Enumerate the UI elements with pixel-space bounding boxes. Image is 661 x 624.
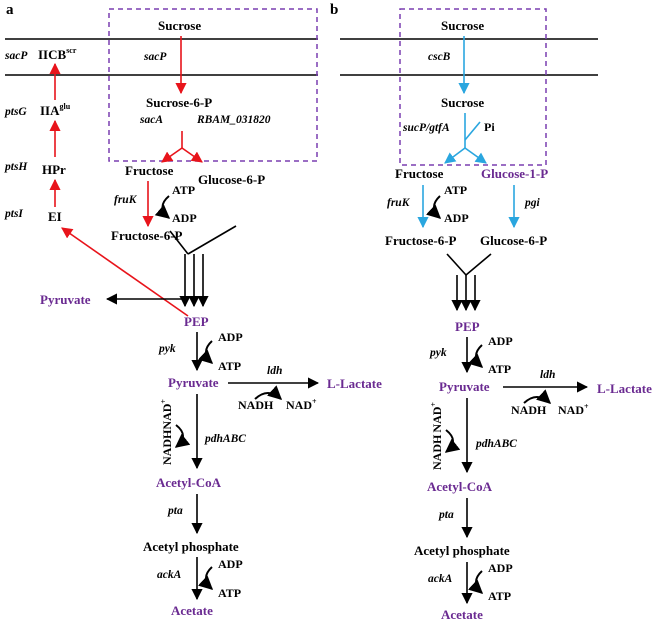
dashed-box-a — [108, 8, 318, 162]
gene-ldh-a: ldh — [267, 365, 282, 377]
panel-a: a sacP ptsG ptsH ptsI IICBscr IIAglu HPr… — [4, 2, 382, 618]
metabolite-pep-a: PEP — [184, 314, 209, 329]
gene-pyk-a: pyk — [158, 343, 176, 355]
gene-pta-a: pta — [167, 505, 183, 517]
metabolite-fructose6p-b: Fructose-6-P — [385, 233, 457, 248]
metabolite-sucrose-in-b: Sucrose — [441, 95, 484, 110]
converge-line-right-b — [465, 253, 492, 276]
metabolite-glucose6p-b: Glucose-6-P — [480, 233, 547, 248]
gene-pgi: pgi — [524, 197, 541, 209]
converge-line-right-a — [187, 225, 237, 255]
cofactor-atp-fruK-b: ATP — [444, 183, 467, 197]
carrier-iicb: IICBscr — [38, 46, 77, 62]
cofactor-arc-pyk-a — [197, 340, 214, 364]
cofactor-nad-pdh-a: NAD+ — [159, 399, 174, 430]
metabolite-sucrose-a: Sucrose — [158, 18, 201, 33]
metabolite-glucose1p-b: Glucose-1-P — [481, 166, 548, 181]
cofactor-arc-pyk-b — [467, 344, 484, 368]
metabolite-sucrose6p: Sucrose-6-P — [146, 95, 212, 110]
cofactor-adp-pyk-a: ADP — [218, 330, 243, 344]
cofactor-atp-fruK-a: ATP — [172, 183, 195, 197]
cofactor-nadh-pdh-a: NADH — [160, 429, 174, 465]
cofactor-atp-pyk-a: ATP — [218, 359, 241, 373]
metabolite-pyruvate-a: Pyruvate — [168, 375, 219, 390]
gene-sacP: sacP — [143, 51, 167, 63]
gene-ptsI: ptsI — [4, 208, 23, 220]
pi-input-curve — [464, 121, 481, 141]
cofactor-nadh-ldh-b: NADH — [511, 403, 547, 417]
converge-line-left-b — [446, 253, 467, 276]
gene-cscB: cscB — [428, 51, 451, 63]
metabolite-acetylp-a: Acetyl phosphate — [143, 539, 239, 554]
gene-sacP-pts: sacP — [4, 50, 28, 62]
gene-sacA: sacA — [139, 114, 163, 126]
arrow-to-glucose1p-b — [464, 147, 487, 164]
cofactor-atp-pyk-b: ATP — [488, 362, 511, 376]
metabolite-acetate-a: Acetate — [171, 603, 213, 618]
gene-pdhabc-a: pdhABC — [204, 433, 246, 445]
dashed-box-b — [399, 8, 547, 166]
arrow-pep-to-ei — [61, 227, 189, 317]
gene-ldh-b: ldh — [540, 369, 555, 381]
gene-pyk-b: pyk — [429, 347, 447, 359]
carrier-ei: EI — [48, 209, 62, 224]
metabolite-acetylcoa-a: Acetyl-CoA — [156, 475, 222, 490]
metabolite-acetylp-b: Acetyl phosphate — [414, 543, 510, 558]
gene-sucp-gtfa: sucP/gtfA — [402, 122, 450, 134]
metabolite-glucose6p-a: Glucose-6-P — [198, 172, 265, 187]
metabolite-fructose-b: Fructose — [395, 166, 444, 181]
metabolite-fructose6p-a: Fructose-6-P — [111, 228, 183, 243]
gene-ptsG: ptsG — [4, 106, 27, 118]
cofactor-arc-pdh-b — [444, 429, 461, 453]
gene-acka-a: ackA — [157, 569, 182, 581]
panel-b-label: b — [330, 2, 338, 18]
metabolite-acetylcoa-b: Acetyl-CoA — [427, 479, 493, 494]
cofactor-nadh-pdh-b: NADH — [430, 434, 444, 470]
cofactor-nad-pdh-b: NAD+ — [429, 402, 444, 433]
cofactor-nad-ldh-a: NAD+ — [286, 397, 317, 412]
metabolite-sucrose-out-b: Sucrose — [441, 18, 484, 33]
cofactor-nadh-ldh-a: NADH — [238, 398, 274, 412]
cofactor-arc-fruK-b — [425, 195, 442, 219]
gene-pta-b: pta — [438, 509, 454, 521]
cofactor-adp-fruK-b: ADP — [444, 211, 469, 225]
carrier-iia: IIAglu — [40, 102, 71, 118]
cofactor-nad-ldh-b: NAD+ — [558, 402, 589, 417]
panel-b: b Sucrose cscB Sucrose sucP/gtfA Pi Fruc… — [330, 2, 652, 622]
arrow-to-fructose-b — [444, 147, 466, 164]
metabolite-pep-b: PEP — [455, 319, 480, 334]
gene-ptsH: ptsH — [4, 161, 28, 173]
cofactor-arc-acka-b — [467, 570, 484, 594]
arrow-to-glucose6p-a — [181, 147, 203, 163]
cofactor-arc-fruK-a — [154, 195, 171, 219]
metabolite-llactate-a: L-Lactate — [327, 376, 382, 391]
gene-fruK-b: fruK — [387, 197, 411, 209]
cofactor-arc-acka-a — [197, 566, 214, 590]
carrier-hpr: HPr — [42, 162, 66, 177]
metabolite-acetate-b: Acetate — [441, 607, 483, 622]
metabolite-pyruvate-side-a: Pyruvate — [40, 292, 91, 307]
cofactor-adp-acka-b: ADP — [488, 561, 513, 575]
cofactor-arc-pdh-a — [174, 424, 191, 448]
cofactor-adp-fruK-a: ADP — [172, 211, 197, 225]
gene-rbam-031820: RBAM_031820 — [196, 114, 271, 126]
converge-line-left-a — [169, 230, 189, 255]
gene-acka-b: ackA — [428, 573, 453, 585]
cofactor-atp-acka-b: ATP — [488, 589, 511, 603]
metabolite-llactate-b: L-Lactate — [597, 381, 652, 396]
cofactor-pi: Pi — [484, 120, 495, 134]
cofactor-arc-ldh-b — [523, 389, 552, 404]
panel-a-label: a — [6, 2, 14, 18]
cofactor-adp-acka-a: ADP — [218, 557, 243, 571]
cofactor-adp-pyk-b: ADP — [488, 334, 513, 348]
cofactor-atp-acka-a: ATP — [218, 586, 241, 600]
gene-pdhabc-b: pdhABC — [475, 438, 517, 450]
cofactor-arc-ldh-a — [254, 385, 283, 400]
metabolite-fructose-a: Fructose — [125, 163, 174, 178]
arrow-to-fructose-a — [161, 147, 183, 163]
gene-fruK-a: fruK — [114, 194, 138, 206]
metabolite-pyruvate-b: Pyruvate — [439, 379, 490, 394]
